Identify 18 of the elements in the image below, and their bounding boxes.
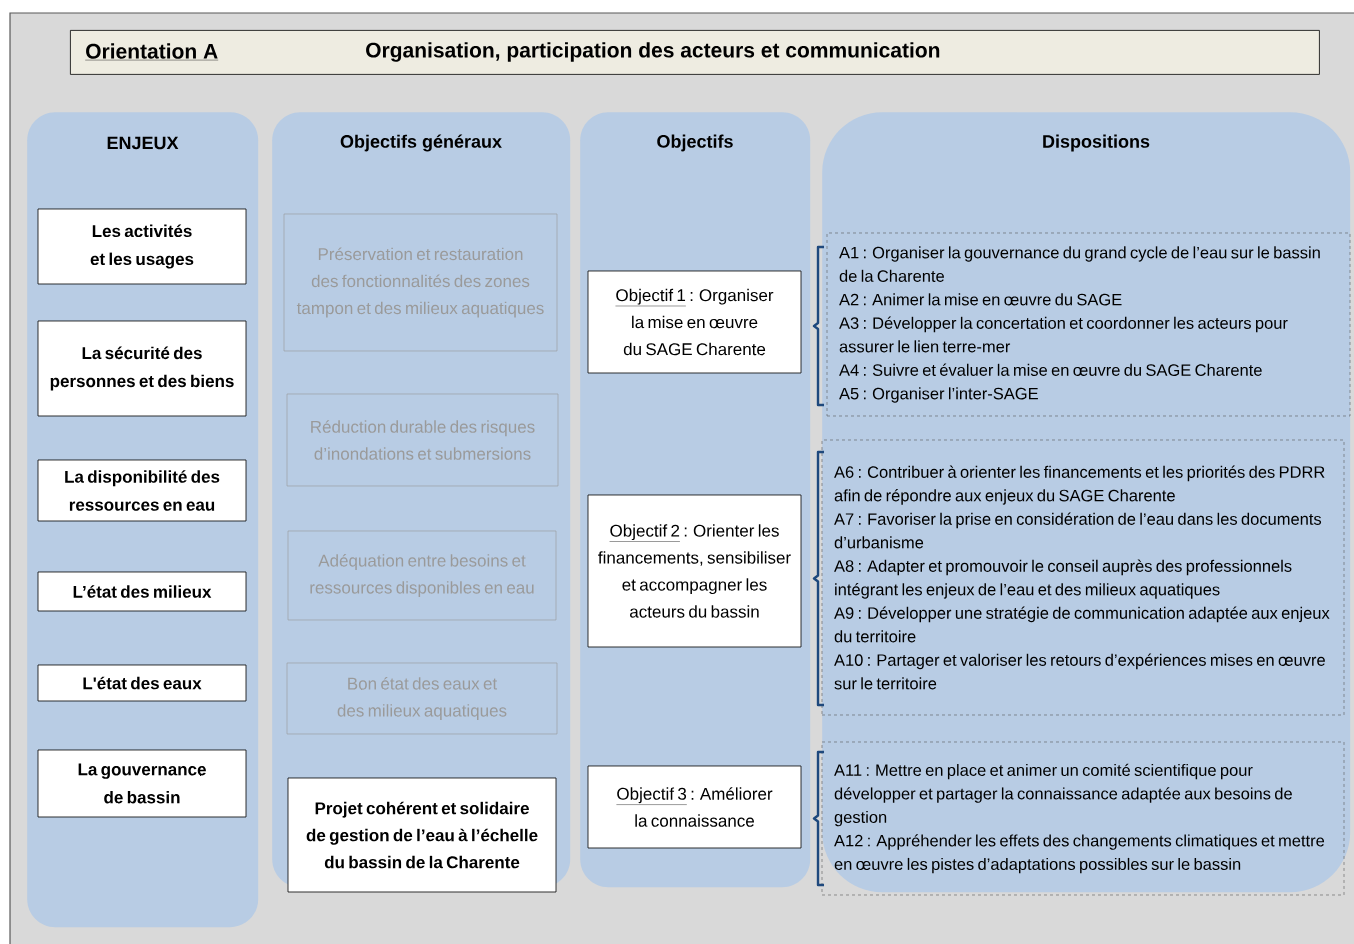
provision-box: A6 : Contribuer à orienter les financements et les priorités des PDRR afin de répondre aux enjeux du SAGE Charente A7 : Favoriser la prise en considération de l’eau dans les documents d’urbanisme A8 : Adapter et promouvoir le conseil auprès des professionnels intégrant les enjeux de l’eau et des milieux aquatiques A9 : Développer une stratégie de communication adaptée aux enjeux du territoire A10 : Partager et valoriser les retours d’expériences mises en œuvre sur le territoire (821, 439, 1345, 716)
issue-box: La disponibilité des ressources en eau (37, 459, 247, 522)
objective-box: Préservation et restauration des fonctionnalités des zones tampon et des milieux aquatiques (283, 213, 558, 352)
issue-box: L’état des milieux (37, 571, 247, 612)
provision-box: A1 : Organiser la gouvernance du grand cycle de l’eau sur le bassin de la Charente A2 : Animer la mise en œuvre du SAGE A3 : Développer la concertation et coordonner les acteurs pour assurer le lien terre-mer A4 : Suivre et évaluer la mise en œuvre du SAGE Charente A5 : Organiser l’inter-SAGE (826, 232, 1351, 417)
issue-box: Les activités et les usages (37, 208, 247, 285)
objective-box: Objectif 1 : Organiser la mise en œuvre du SAGE Charente (587, 270, 802, 374)
objective-box: Réduction durable des risques d’inondations et submersions (286, 393, 559, 487)
issue-box: La sécurité des personnes et des biens (37, 320, 247, 417)
objective-box: Objectif 2 : Orienter les financements, sensibiliser et accompagner les acteurs du bassin (587, 494, 802, 648)
issue-box: La gouvernance de bassin (37, 749, 247, 818)
objective-box: Adéquation entre besoins et ressources disponibles en eau (287, 530, 557, 621)
objective-box: Bon état des eaux et des milieux aquatiques (286, 662, 558, 735)
title-bar: Orientation A Organisation, participation des acteurs et communication (70, 30, 1320, 75)
objective-box: Objectif 3 : Améliorer la connaissance (587, 765, 802, 849)
issue-box: L'état des eaux (37, 664, 247, 702)
provision-box: A11 : Mettre en place et animer un comité scientifique pour développer et partager la connaissance adaptée aux besoins de gestion A12 : Appréhender les effets des changements climatiques et mettre en œuvre les pistes d’adaptations possibles sur le bassin (821, 741, 1345, 896)
objective-box: Projet cohérent et solidaire de gestion de l’eau à l’échelle du bassin de la Charente (287, 777, 557, 893)
